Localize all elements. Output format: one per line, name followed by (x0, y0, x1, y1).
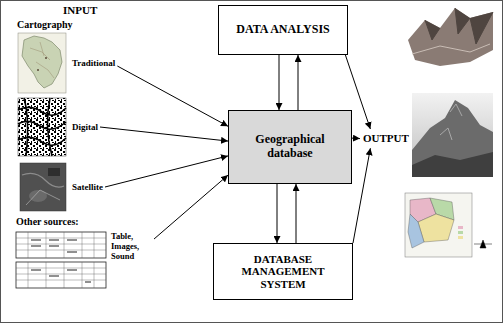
map-ground (405, 193, 472, 257)
map-key-swatch (458, 236, 463, 239)
terrain-render (408, 8, 493, 66)
table-cells (31, 240, 91, 282)
table-thumbnail (16, 232, 106, 288)
flow-arrow (100, 127, 228, 141)
box-title: DATABASE MANAGEMENT SYSTEM (218, 253, 348, 291)
raster-ground (18, 98, 66, 156)
source-label: Traditional (72, 58, 115, 69)
source-label: Digital (72, 122, 98, 133)
section-heading: INPUT (63, 4, 97, 17)
flow-arrow (279, 55, 280, 110)
table-frame (16, 232, 106, 258)
terrain-highlight (412, 44, 490, 54)
map-key-swatch (458, 226, 463, 229)
satellite-thumbnail (20, 163, 66, 211)
satellite-ground (20, 163, 66, 211)
table-frame (16, 262, 106, 288)
region-outline (22, 36, 62, 88)
map-key-swatch (458, 231, 463, 234)
flow-arrow (277, 184, 278, 243)
source-label: Satellite (72, 182, 103, 193)
satellite-patch (48, 168, 60, 176)
map-dot (37, 69, 39, 71)
source-label: Other sources: (16, 216, 151, 228)
north-arrow (474, 240, 492, 248)
photo-foreground (412, 152, 493, 177)
map-ground (18, 33, 66, 93)
section-subheading: Cartography (17, 19, 73, 31)
flow-arrow (296, 184, 297, 243)
map-zone (408, 214, 424, 248)
flow-arrow (117, 66, 228, 126)
table-grid (28, 232, 94, 288)
satellite-road (26, 190, 60, 205)
terrain-body (408, 8, 493, 66)
map-borders (30, 42, 54, 78)
table-grid (16, 238, 106, 280)
terrain-ridges (425, 8, 493, 44)
mountain-photo (412, 93, 493, 177)
input-source-group: Other sources: Table, Images, Sound (16, 216, 154, 288)
digital-map-thumbnail (18, 98, 66, 156)
map-dot (45, 57, 47, 59)
input-source: Digital (18, 98, 100, 156)
traditional-map-thumbnail (18, 33, 66, 93)
process-box: DATA ANALYSIS (218, 5, 348, 55)
input-source: Traditional (18, 33, 117, 93)
input-source: Satellite (20, 163, 105, 211)
flow-arrow (298, 55, 299, 110)
satellite-river (22, 173, 64, 187)
photo-mountain (412, 100, 493, 177)
source-label: Table, Images, Sound (111, 232, 151, 261)
output-node: OUTPUT (360, 129, 412, 148)
flow-arrow (154, 175, 228, 239)
process-box: DATABASE MANAGEMENT SYSTEM (213, 243, 353, 300)
flow-arrow (353, 148, 370, 243)
flow-arrow (352, 138, 360, 139)
photo-sky (412, 93, 493, 177)
photo-rocks (440, 104, 462, 140)
map-zone (418, 214, 454, 242)
raster-contours (18, 98, 66, 156)
box-title: DATA ANALYSIS (236, 23, 329, 37)
thematic-map (405, 193, 492, 257)
box-title: Geographical database (233, 133, 347, 161)
database-box: Geographical database (228, 110, 352, 184)
flow-arrow (105, 156, 228, 187)
output-label: OUTPUT (363, 132, 409, 145)
